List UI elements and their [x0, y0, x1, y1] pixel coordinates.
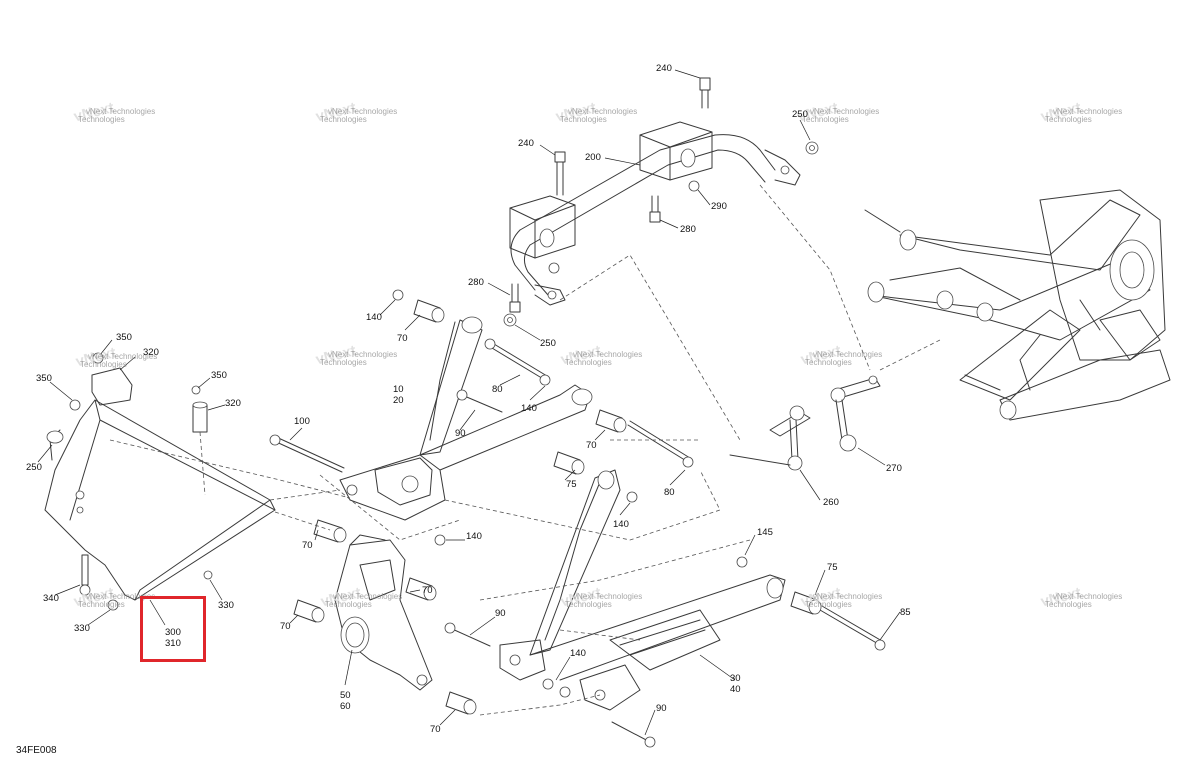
part-callout-280[interactable]: 280 — [468, 277, 484, 288]
part-callout-70[interactable]: 70 — [302, 540, 313, 551]
part-callout-140[interactable]: 140 — [521, 403, 537, 414]
part-callout-330[interactable]: 330 — [74, 623, 90, 634]
skid-plate-300-310 — [44, 399, 276, 601]
stabilizer-fasteners — [503, 77, 819, 327]
part-callout-80[interactable]: 80 — [492, 384, 503, 395]
part-callout-70[interactable]: 70 — [397, 333, 408, 344]
part-callout-70[interactable]: 70 — [422, 585, 433, 596]
part-callout-250[interactable]: 250 — [540, 338, 556, 349]
part-callout-350[interactable]: 350 — [36, 373, 52, 384]
part-callout-260[interactable]: 260 — [823, 497, 839, 508]
part-callout-20[interactable]: 20 — [393, 395, 404, 406]
pivot-bolts — [269, 338, 886, 748]
bushings-and-nuts — [293, 289, 822, 715]
part-callout-350[interactable]: 350 — [211, 370, 227, 381]
part-callout-80[interactable]: 80 — [664, 487, 675, 498]
part-callout-320[interactable]: 320 — [143, 347, 159, 358]
part-callout-240[interactable]: 240 — [518, 138, 534, 149]
part-callout-90[interactable]: 90 — [455, 428, 466, 439]
part-callout-60[interactable]: 60 — [340, 701, 351, 712]
diagram-code: 34FE008 — [16, 745, 57, 756]
part-callout-90[interactable]: 90 — [495, 608, 506, 619]
assembly-reference-lines — [109, 184, 941, 716]
part-callout-340[interactable]: 340 — [43, 593, 59, 604]
assembled-suspension-view — [864, 189, 1171, 421]
part-callout-50[interactable]: 50 — [340, 690, 351, 701]
part-callout-310[interactable]: 310 — [165, 638, 181, 649]
stabilizer-bar-200 — [509, 121, 801, 306]
lower-a-arm-30-40 — [499, 469, 786, 711]
part-callout-90[interactable]: 90 — [656, 703, 667, 714]
part-callout-140[interactable]: 140 — [570, 648, 586, 659]
highlighted-part-box — [140, 596, 206, 662]
part-callout-300[interactable]: 300 — [165, 627, 181, 638]
part-callout-70[interactable]: 70 — [280, 621, 291, 632]
part-callout-75[interactable]: 75 — [827, 562, 838, 573]
part-callout-330[interactable]: 330 — [218, 600, 234, 611]
part-callout-240[interactable]: 240 — [656, 63, 672, 74]
part-callout-270[interactable]: 270 — [886, 463, 902, 474]
part-callout-200[interactable]: 200 — [585, 152, 601, 163]
part-callout-85[interactable]: 85 — [900, 607, 911, 618]
callout-leader-lines — [37, 69, 901, 736]
part-callout-140[interactable]: 140 — [466, 531, 482, 542]
part-callout-250[interactable]: 250 — [26, 462, 42, 473]
part-callout-250[interactable]: 250 — [792, 109, 808, 120]
part-callout-280[interactable]: 280 — [680, 224, 696, 235]
part-callout-140[interactable]: 140 — [613, 519, 629, 530]
part-callout-10[interactable]: 10 — [393, 384, 404, 395]
part-callout-140[interactable]: 140 — [366, 312, 382, 323]
part-callout-70[interactable]: 70 — [430, 724, 441, 735]
part-callout-30[interactable]: 30 — [730, 673, 741, 684]
skid-plate-hardware — [69, 352, 213, 611]
part-callout-320[interactable]: 320 — [225, 398, 241, 409]
part-callout-350[interactable]: 350 — [116, 332, 132, 343]
part-callout-75[interactable]: 75 — [566, 479, 577, 490]
part-callout-290[interactable]: 290 — [711, 201, 727, 212]
part-callout-100[interactable]: 100 — [294, 416, 310, 427]
knuckle-50-60 — [334, 534, 433, 691]
part-callout-70[interactable]: 70 — [586, 440, 597, 451]
part-callout-145[interactable]: 145 — [757, 527, 773, 538]
stabilizer-links — [729, 375, 881, 471]
part-callout-40[interactable]: 40 — [730, 684, 741, 695]
